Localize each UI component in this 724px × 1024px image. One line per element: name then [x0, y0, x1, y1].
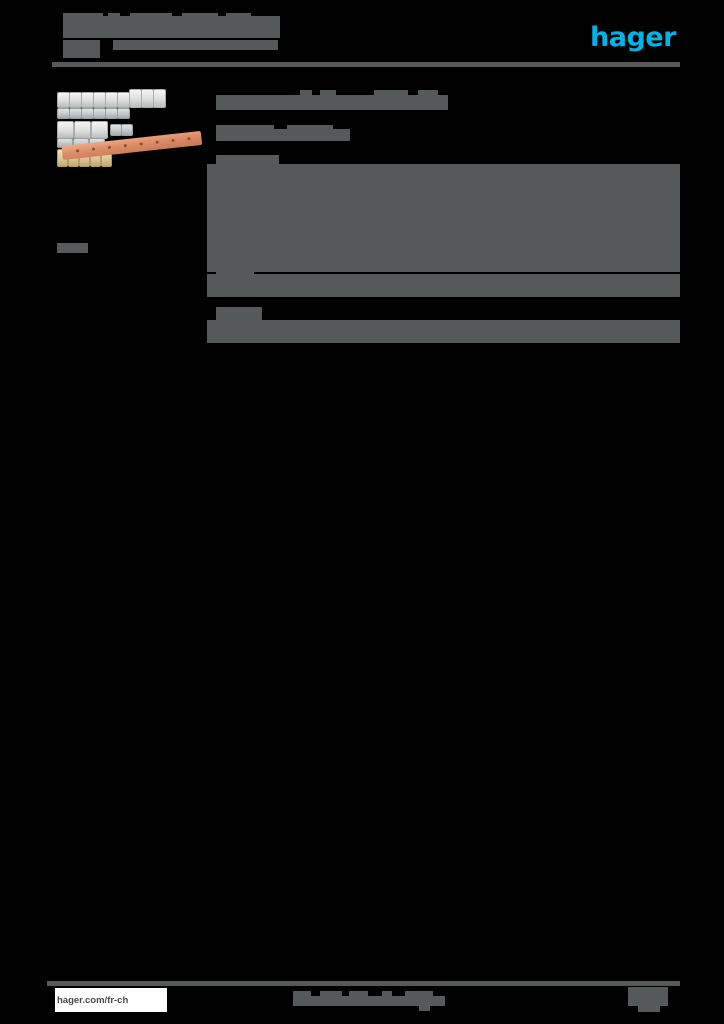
table-cell-label: [207, 260, 221, 268]
content-title-fragment: [418, 90, 438, 95]
header-subtitle-fragment: [150, 40, 158, 48]
table-cell-label: [207, 188, 221, 197]
header-divider: [52, 62, 680, 67]
footer-center-fragment: [419, 1005, 430, 1011]
footer-divider: [47, 981, 680, 986]
content-subtitle-fragment: [216, 125, 274, 129]
table-cell-value: [257, 261, 680, 265]
footer-center-fragment: [405, 991, 433, 996]
content-subtitle-fragment: [287, 125, 333, 129]
table-cell-label: [207, 203, 221, 211]
section-label: [216, 307, 262, 321]
table-row: [207, 164, 680, 188]
table-row: [207, 320, 680, 343]
content-title-fragment: [320, 90, 336, 95]
page-title: [63, 16, 280, 38]
footer-center-fragment: [320, 991, 342, 996]
table-cell-label: [228, 188, 360, 197]
content-title-fragment: [374, 90, 408, 95]
content-title: [216, 95, 448, 110]
table-cell-value: [368, 188, 638, 192]
footer-url-text: hager.com/fr-ch: [57, 994, 129, 1006]
section-label: [216, 155, 279, 164]
footer-center-fragment: [382, 991, 392, 996]
table-row: [207, 214, 680, 258]
content-title-fragment: [300, 90, 312, 95]
header-subtitle-left: [63, 40, 100, 58]
header-subtitle-right: [113, 40, 278, 50]
footer-url[interactable]: hager.com/fr-ch: [55, 988, 167, 1012]
page-header: hager: [0, 0, 724, 70]
hager-logo[interactable]: hager: [590, 22, 676, 53]
product-image: [55, 88, 203, 188]
product-caption: [57, 243, 88, 253]
footer-right-text: [628, 987, 668, 1006]
content-subtitle: [216, 129, 350, 141]
footer-right-fragment: [638, 1005, 660, 1012]
footer-center-text: [293, 996, 445, 1006]
header-subtitle-fragment: [206, 40, 214, 48]
section-label: [216, 266, 254, 275]
footer-center-fragment: [293, 991, 311, 996]
table-row: [207, 274, 680, 297]
footer-center-fragment: [349, 991, 368, 996]
table-cell-value: [257, 204, 633, 208]
